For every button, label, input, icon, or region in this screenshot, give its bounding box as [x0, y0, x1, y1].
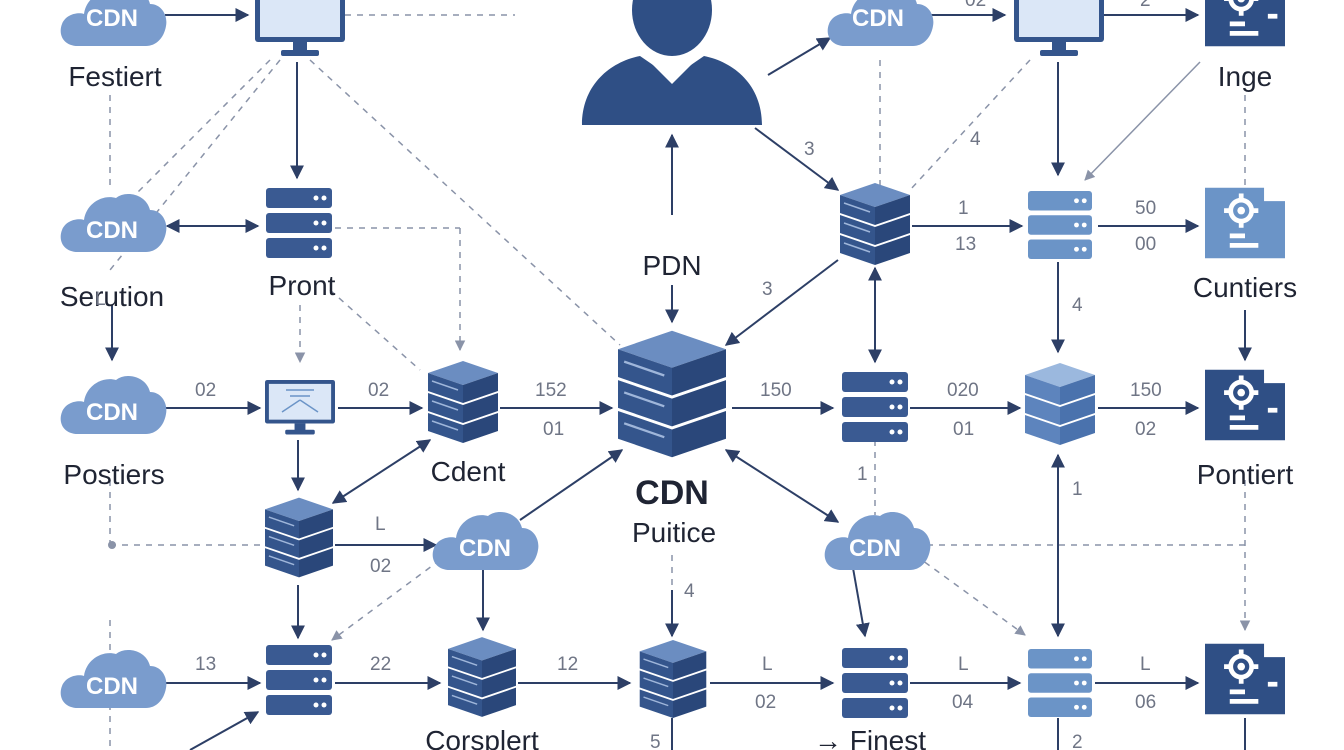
cloud-top-right: CDN	[827, 0, 934, 46]
svg-text:L: L	[762, 654, 773, 675]
svg-text:2: 2	[1140, 0, 1151, 11]
svg-text:CDN: CDN	[86, 217, 138, 244]
cloud-right-mid: CDN	[824, 512, 931, 570]
stack-corsplert	[448, 637, 516, 717]
label-pront: Pront	[269, 270, 336, 301]
label-cuntiers: Cuntiers	[1193, 272, 1297, 303]
stack-center-cdn	[618, 330, 726, 458]
svg-text:01: 01	[543, 419, 564, 440]
geardoc-bottom	[1205, 644, 1285, 714]
cloud-serution: CDN	[60, 194, 167, 252]
stack-center-bottom	[638, 640, 708, 718]
rack-left-mid	[265, 496, 333, 579]
svg-text:CDN: CDN	[852, 5, 904, 32]
svg-text:02: 02	[368, 380, 389, 401]
svg-text:3: 3	[762, 279, 773, 300]
monitor-screen-lines	[281, 389, 319, 413]
label-cdent: Cdent	[431, 456, 506, 487]
rack-light-bottom	[1028, 649, 1092, 717]
svg-text:06: 06	[1135, 692, 1156, 713]
label-pdn: PDN	[642, 250, 701, 281]
cloud-festiert: CDN	[60, 0, 167, 46]
svg-text:L: L	[1140, 654, 1151, 675]
svg-text:L: L	[375, 514, 386, 535]
geardoc-cuntiers	[1205, 188, 1285, 258]
svg-text:04: 04	[952, 692, 974, 713]
stack-top-right	[840, 182, 910, 266]
svg-text:CDN: CDN	[459, 535, 511, 562]
svg-text:L: L	[95, 289, 106, 310]
label-serution: Serution	[60, 281, 164, 312]
svg-text:3: 3	[804, 139, 815, 160]
label-puitice: Puitice	[632, 517, 716, 548]
label-corsplert: Corsplert	[425, 725, 539, 750]
svg-text:5: 5	[650, 732, 661, 750]
stack-cdent	[428, 360, 498, 444]
svg-text:1: 1	[1072, 479, 1083, 500]
svg-text:L: L	[958, 654, 969, 675]
svg-text:00: 00	[1135, 234, 1156, 255]
svg-text:02: 02	[370, 556, 391, 577]
svg-text:CDN: CDN	[86, 399, 138, 426]
user-icon	[582, 0, 762, 125]
svg-text:CDN: CDN	[86, 5, 138, 32]
svg-text:13: 13	[195, 654, 216, 675]
stack-right-mid	[1025, 363, 1095, 445]
label-pontiert: Pontiert	[1197, 459, 1294, 490]
geardoc-inge	[1205, 0, 1285, 46]
svg-text:02: 02	[195, 380, 216, 401]
svg-text:02: 02	[965, 0, 986, 11]
svg-text:02: 02	[1135, 419, 1156, 440]
label-cdn-title: CDN	[635, 474, 709, 512]
solid-connectors	[105, 8, 1252, 750]
svg-text:CDN: CDN	[86, 673, 138, 700]
svg-text:22: 22	[370, 654, 391, 675]
cloud-mid: CDN	[432, 512, 539, 570]
svg-text:02: 02	[755, 692, 776, 713]
svg-text:CDN: CDN	[849, 535, 901, 562]
cloud-postiers: CDN	[60, 376, 167, 434]
label-postiers: Postiers	[63, 459, 164, 490]
label-finest: → Finest	[814, 725, 926, 750]
cloud-bottom-left: CDN	[60, 650, 167, 708]
rack-left-bottom	[266, 645, 332, 715]
svg-text:4: 4	[1072, 295, 1083, 316]
svg-text:4: 4	[684, 581, 695, 602]
svg-text:12: 12	[557, 654, 578, 675]
rack-right-mid	[842, 372, 908, 442]
monitor-postiers	[265, 380, 335, 435]
svg-text:1: 1	[857, 464, 868, 485]
monitor-top-right	[1014, 0, 1104, 56]
svg-text:4: 4	[970, 129, 981, 150]
svg-text:152: 152	[535, 380, 567, 401]
geardoc-pontiert	[1205, 370, 1285, 440]
label-inge: Inge	[1218, 61, 1273, 92]
svg-text:1: 1	[958, 198, 969, 219]
svg-text:150: 150	[1130, 380, 1162, 401]
svg-text:020: 020	[947, 380, 979, 401]
svg-text:2: 2	[1072, 732, 1083, 750]
rack-pront	[266, 188, 332, 258]
edge-labels: 02 2 3 4 1 13 50 00 3 4 02 02 152 01 150…	[95, 0, 1162, 750]
monitor-top-left	[255, 0, 345, 56]
svg-text:150: 150	[760, 380, 792, 401]
rack-finest	[842, 648, 908, 718]
svg-text:50: 50	[1135, 198, 1156, 219]
svg-text:01: 01	[953, 419, 974, 440]
label-festiert: Festiert	[68, 61, 162, 92]
svg-text:13: 13	[955, 234, 976, 255]
rack-light-top	[1028, 191, 1092, 259]
